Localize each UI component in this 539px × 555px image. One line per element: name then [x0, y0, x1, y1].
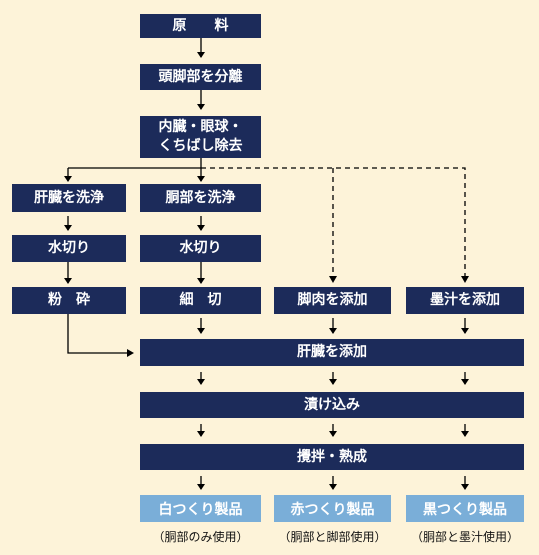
node-raw-material: 原 料 — [140, 14, 261, 38]
arrowheads — [64, 52, 469, 490]
node-separate-head-legs: 頭脚部を分離 — [140, 64, 261, 90]
dashed-branch-ink — [201, 167, 466, 276]
product-white: 白つくり製品 — [140, 495, 261, 522]
node-add-liver: 肝臓を添加 — [140, 339, 524, 366]
product-red: 赤つくり製品 — [274, 495, 391, 522]
node-add-leg-meat: 脚肉を添加 — [274, 287, 391, 314]
node-drain-body: 水切り — [140, 235, 261, 262]
node-pickle: 漬け込み — [140, 392, 524, 418]
arrow-crush-add-liver — [67, 314, 132, 354]
node-wash-liver: 肝臓を洗浄 — [12, 184, 126, 212]
node-crush: 粉 砕 — [12, 287, 126, 314]
note-white: （胴部のみ使用） — [152, 530, 249, 544]
node-add-ink: 墨汁を添加 — [406, 287, 524, 314]
note-red: （胴部と脚部使用） — [278, 530, 387, 544]
node-stir-mature: 攪拌・熟成 — [140, 444, 524, 470]
node-remove-organs-line1: 内臓・眼球・ — [158, 119, 243, 135]
note-black: （胴部と墨汁使用） — [410, 530, 519, 544]
node-remove-organs-line2: くちばし除去 — [158, 138, 243, 154]
product-black: 黒つくり製品 — [406, 495, 524, 522]
node-wash-body: 胴部を洗浄 — [140, 184, 261, 212]
node-drain-liver: 水切り — [12, 235, 126, 262]
node-remove-organs: 内臓・眼球・ くちばし除去 — [140, 116, 261, 158]
node-slice: 細 切 — [140, 287, 261, 314]
